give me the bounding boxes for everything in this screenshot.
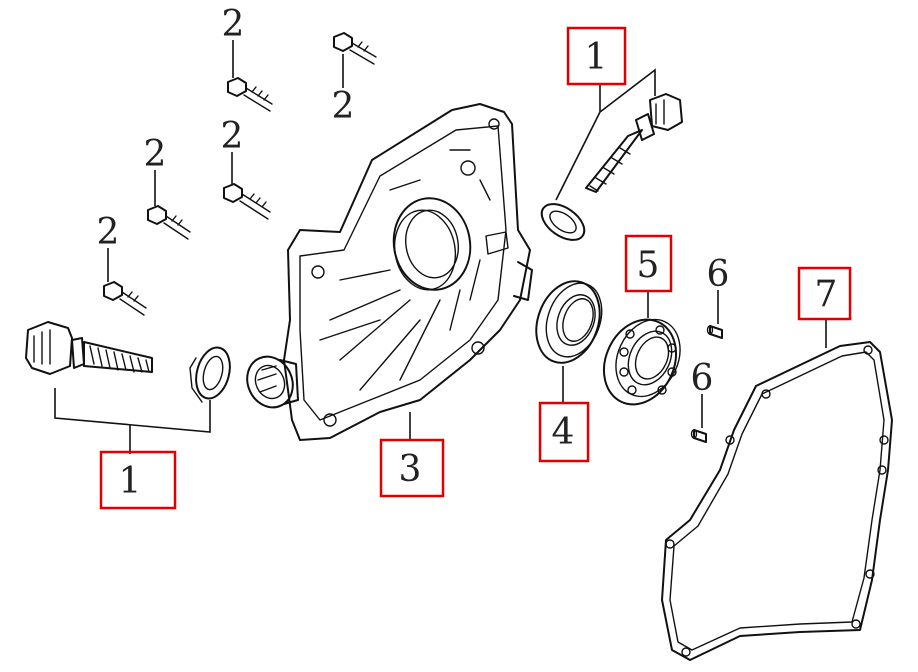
bolt-part-b (333, 32, 377, 65)
bolt-part-a (227, 77, 273, 112)
callout-2-c: 2 (221, 116, 244, 157)
callout-7-label: 7 (815, 274, 838, 315)
callout-1-left: 1 (99, 450, 177, 510)
oil-filler-cap-right (585, 93, 683, 193)
callout-6-upper: 6 (707, 254, 730, 295)
oil-filler-cap-left (25, 321, 153, 375)
bolt-part-e (103, 281, 147, 316)
callout-3: 3 (379, 438, 445, 498)
callout-2-b: 2 (332, 86, 355, 127)
oil-seal (535, 280, 603, 364)
callout-6-lower: 6 (691, 358, 714, 399)
callout-2-a: 2 (222, 4, 245, 45)
callout-1-right-label: 1 (585, 37, 608, 78)
dowel-pin-upper (706, 325, 723, 339)
ball-bearing (603, 318, 681, 406)
bolt-part-c (223, 183, 271, 220)
callout-5-label: 5 (637, 245, 660, 286)
callout-4-label: 4 (552, 412, 575, 453)
o-ring-right (540, 203, 586, 241)
gasket (661, 341, 893, 661)
callout-2-d: 2 (144, 134, 167, 175)
callout-1-left-label: 1 (119, 461, 142, 502)
bolt-part-d (147, 205, 191, 240)
callout-1-right: 1 (566, 26, 627, 86)
crankcase-cover (246, 103, 533, 441)
callout-7: 7 (797, 266, 852, 321)
callout-4: 4 (538, 401, 590, 463)
callout-5: 5 (624, 234, 673, 293)
callout-2-e: 2 (97, 212, 120, 253)
dowel-pin-lower (690, 429, 707, 443)
callout-3-label: 3 (399, 449, 422, 490)
o-ring-left (189, 346, 231, 403)
